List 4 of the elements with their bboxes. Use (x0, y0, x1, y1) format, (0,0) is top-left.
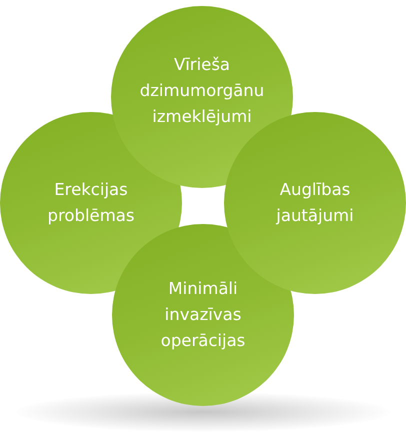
topic-label: Minimāli invazīvas operācijas (160, 278, 246, 352)
topic-label: Auglības jautājumi (275, 179, 355, 227)
topic-label: Vīrieša dzimumorgānu izmeklējumi (138, 54, 266, 128)
topic-label: Erekcijas problēmas (46, 179, 136, 227)
